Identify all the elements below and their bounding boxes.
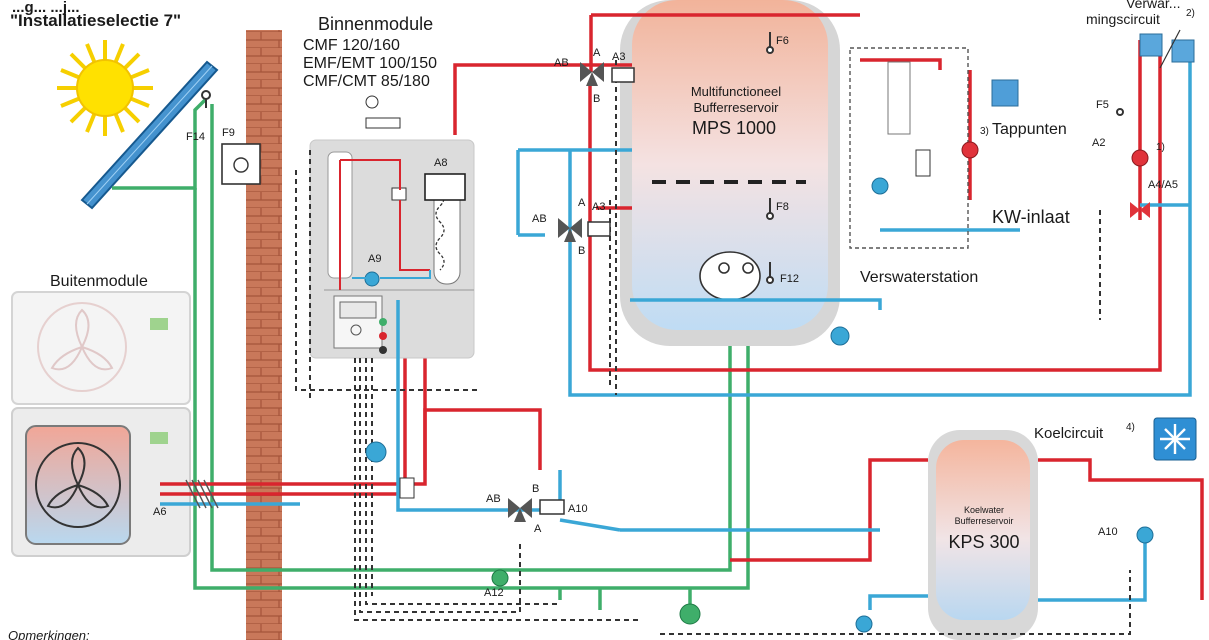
- sensor-f9: F9: [222, 127, 235, 139]
- header-partial: ...g... ...j...: [12, 0, 80, 16]
- fresh-water-station-label: Verswaterstation: [860, 269, 978, 286]
- cold-inlet-label: KW-inlaat: [992, 207, 1070, 227]
- port-a-mid: A: [578, 197, 586, 209]
- label-a6: A6: [153, 506, 166, 518]
- port-a-top: A: [593, 47, 601, 59]
- heating-circuit-line1: Verwar...: [1126, 0, 1180, 11]
- label-a10-valve: A10: [568, 503, 588, 515]
- selection-title: "Installatieselectie 7": [10, 11, 181, 30]
- outdoor-module-title: Buitenmodule: [50, 273, 148, 290]
- port-b-mid: B: [578, 245, 585, 257]
- label-a2: A2: [1092, 137, 1105, 149]
- buffer-tank-model: MPS 1000: [692, 118, 776, 138]
- buffer-tank-line1: Multifunctioneel: [691, 84, 781, 99]
- solar-panel: [80, 60, 219, 210]
- sun-icon: [57, 40, 153, 136]
- port-b-top: B: [593, 93, 600, 105]
- wall-sleeve: [185, 479, 219, 509]
- cooling-tank-line1: Koelwater: [964, 505, 1004, 515]
- label-note1: 1): [1156, 142, 1165, 153]
- indoor-model-1: CMF 120/160: [303, 37, 400, 54]
- label-a3-mid: A3: [592, 201, 605, 213]
- sensor-f5: F5: [1096, 99, 1109, 111]
- label-a10-pump: A10: [1098, 526, 1118, 538]
- port-b-bottom: B: [532, 483, 539, 495]
- indoor-module-title: Binnenmodule: [318, 14, 433, 34]
- port-ab-top: AB: [554, 57, 569, 69]
- sensor-f9-box: [221, 143, 261, 185]
- tank-sensors: [201, 32, 1124, 284]
- outdoor-module: [11, 291, 191, 557]
- cooling-tank-kps: [928, 430, 1038, 640]
- snowflake-icon: [1153, 417, 1197, 461]
- heating-circuit-line2: mingscircuit: [1086, 11, 1160, 27]
- sensor-f12: F12: [780, 273, 799, 285]
- label-a9: A9: [368, 253, 381, 265]
- sensor-f8: F8: [776, 201, 789, 213]
- tap-point-icon: [991, 79, 1019, 107]
- solar-circuit-pipes: [112, 98, 750, 610]
- cooling-tank-model: KPS 300: [948, 532, 1019, 552]
- label-a3-top: A3: [612, 51, 625, 63]
- buffer-tank-mps: [620, 0, 840, 346]
- brick-wall: [246, 30, 282, 640]
- cooling-tank-line2: Bufferreservoir: [955, 516, 1014, 526]
- indoor-module: [309, 95, 475, 359]
- indoor-model-2: EMF/EMT 100/150: [303, 55, 437, 72]
- port-ab-mid: AB: [532, 213, 547, 225]
- indoor-model-3: CMF/CMT 85/180: [303, 73, 430, 90]
- footnote-label: Opmerkingen:: [8, 628, 90, 640]
- cold-water-pipes: [396, 40, 1192, 610]
- cooling-circuit-label: Koelcircuit: [1034, 425, 1104, 442]
- port-ab-bottom: AB: [486, 493, 501, 505]
- fresh-water-station: [849, 47, 969, 249]
- heating-circuit-note: 2): [1186, 8, 1195, 19]
- label-a12: A12: [484, 587, 504, 599]
- tap-points-label: Tappunten: [992, 121, 1067, 138]
- label-a4a5: A4/A5: [1148, 179, 1178, 191]
- sensor-f6: F6: [776, 35, 789, 47]
- buffer-tank-line2: Bufferreservoir: [693, 100, 779, 115]
- label-a8: A8: [434, 157, 447, 169]
- sensor-f14: F14: [186, 131, 205, 143]
- valves-and-pumps: [365, 62, 1154, 633]
- cooling-circuit-note: 4): [1126, 422, 1135, 433]
- port-a-bottom: A: [534, 523, 542, 535]
- heating-radiator-icon: [1139, 29, 1195, 69]
- tap-note: 3): [980, 126, 989, 137]
